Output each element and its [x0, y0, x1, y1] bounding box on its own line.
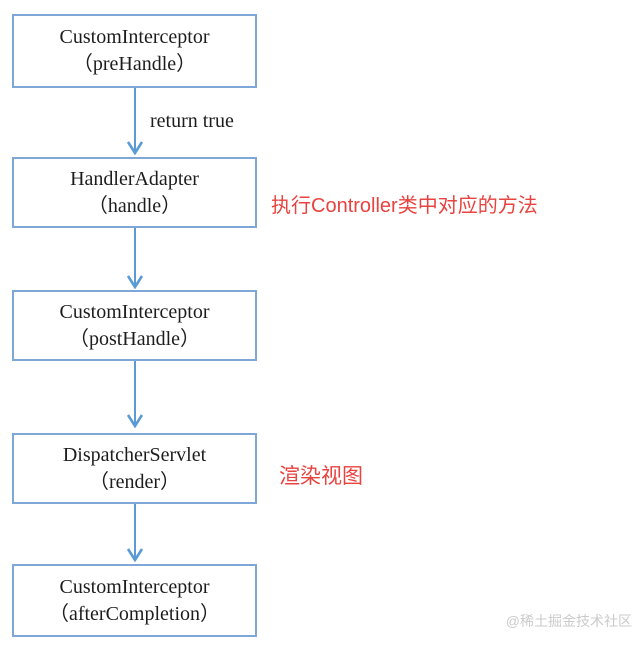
annotation-execute-controller-method: 执行Controller类中对应的方法 [271, 195, 538, 217]
down-arrow-icon [126, 361, 144, 428]
flow-box-dispatcherservlet-render: DispatcherServlet （render） [12, 433, 257, 504]
box-subtitle: （preHandle） [72, 53, 197, 75]
down-arrow-icon [126, 88, 144, 155]
box-subtitle: （afterCompletion） [48, 602, 221, 625]
annotation-render-view: 渲染视图 [279, 465, 363, 488]
box-subtitle: （postHandle） [68, 327, 201, 350]
box-title: CustomInterceptor [59, 26, 210, 49]
box-title: HandlerAdapter [70, 167, 199, 190]
box-subtitle: （render） [88, 470, 181, 493]
box-title: CustomInterceptor [59, 575, 210, 598]
box-subtitle: （handle） [87, 194, 182, 217]
box-title: DispatcherServlet [62, 443, 207, 466]
flow-box-custominterceptor-aftercompletion: CustomInterceptor （afterCompletion） [12, 564, 257, 637]
down-arrow-icon [126, 504, 144, 562]
flow-box-custominterceptor-posthandle: CustomInterceptor （postHandle） [12, 290, 257, 361]
down-arrow-icon [126, 228, 144, 289]
box-title: CustomInterceptor [59, 300, 210, 323]
return-true-label: return true [150, 110, 234, 132]
flow-box-custominterceptor-prehandle: CustomInterceptor （preHandle） [12, 14, 257, 88]
flow-box-handleradapter-handle: HandlerAdapter （handle） [12, 157, 257, 228]
watermark: @稀土掘金技术社区 [505, 613, 632, 629]
